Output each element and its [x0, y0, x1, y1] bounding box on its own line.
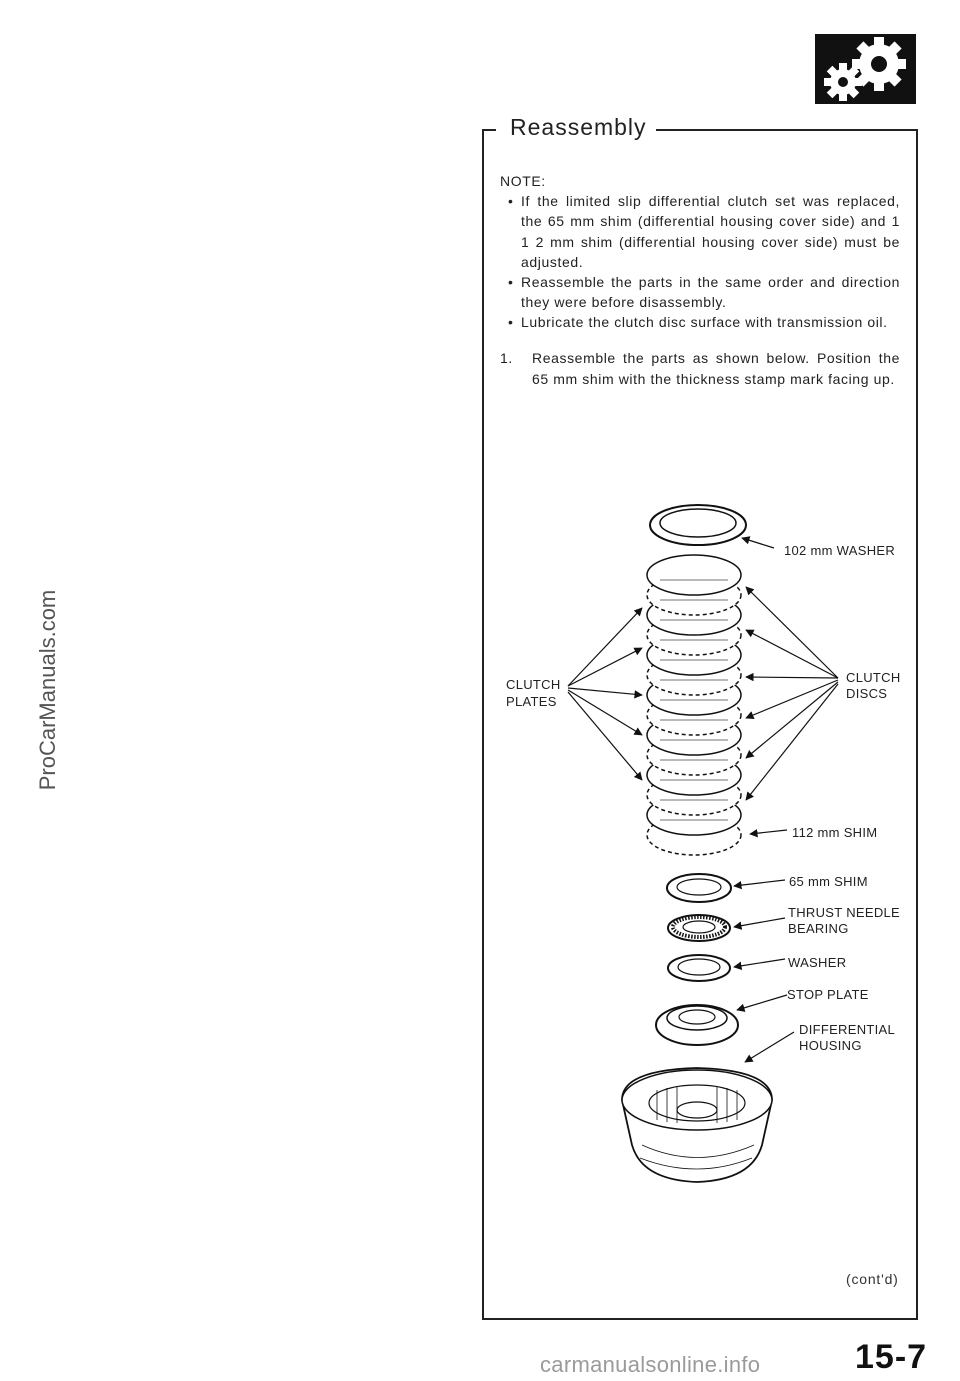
label-washer: WASHER	[788, 955, 847, 970]
washer-part	[667, 954, 731, 982]
thrust-bearing-part	[667, 914, 731, 942]
label-102mm-washer: 102 mm WASHER	[784, 543, 896, 558]
label-thrust-bearing: BEARING	[788, 921, 849, 936]
label-clutch-discs-1: CLUTCH	[846, 670, 901, 685]
label-differential: DIFFERENTIAL	[799, 1022, 896, 1037]
exploded-diagram: 102 mm WASHER CLUTCH PLATES CLUTCH DISCS…	[482, 490, 918, 1210]
stop-plate-part	[655, 1004, 739, 1046]
section-frame	[482, 130, 918, 1320]
note-label: NOTE:	[500, 173, 546, 189]
label-clutch-discs-2: DISCS	[846, 686, 888, 701]
frame-top-right	[656, 129, 918, 131]
shim-65-part	[666, 873, 732, 903]
side-watermark: ProCarManuals.com	[35, 589, 60, 791]
continued-note: (cont'd)	[846, 1271, 899, 1287]
washer-102-part	[649, 504, 747, 546]
section-title: Reassembly	[510, 114, 647, 140]
note-bullet-2: Reassemble the parts in the same order a…	[500, 272, 900, 312]
differential-housing-part	[621, 1067, 773, 1183]
label-stop-plate: STOP PLATE	[787, 987, 869, 1002]
page-number: 15-7	[855, 1338, 928, 1376]
clutch-stack	[646, 554, 742, 856]
note-block: NOTE: If the limited slip differential c…	[500, 171, 900, 333]
label-thrust-needle: THRUST NEEDLE	[788, 905, 901, 920]
label-clutch-plates-2: PLATES	[506, 694, 557, 709]
note-bullet-1: If the limited slip differential clutch …	[500, 191, 900, 272]
footer-watermark: carmanualsonline.info	[540, 1352, 761, 1377]
label-clutch-plates-1: CLUTCH	[506, 677, 561, 692]
frame-top-left	[482, 129, 496, 131]
label-65mm-shim: 65 mm SHIM	[789, 874, 868, 889]
label-112mm-shim: 112 mm SHIM	[792, 825, 878, 840]
step-text: Reassemble the parts as shown below. Pos…	[532, 350, 900, 387]
step-1: 1. Reassemble the parts as shown below. …	[500, 348, 900, 389]
label-housing: HOUSING	[799, 1038, 862, 1053]
note-bullet-3: Lubricate the clutch disc surface with t…	[500, 312, 900, 332]
step-number: 1.	[500, 350, 513, 366]
gears-icon	[815, 34, 916, 104]
